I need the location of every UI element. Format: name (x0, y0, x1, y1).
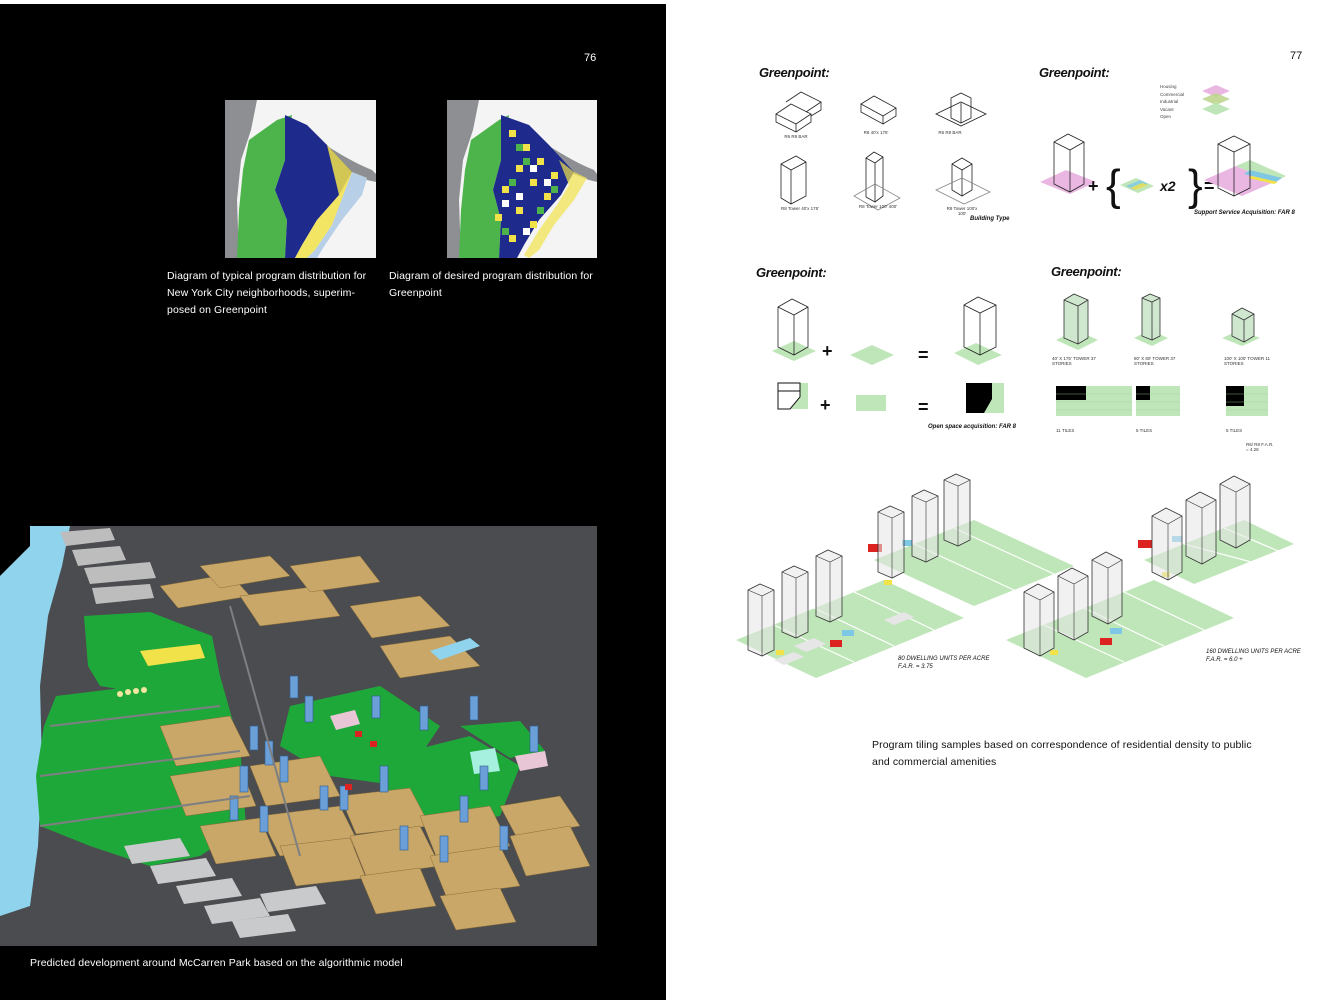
multiplier-label: x2 (1160, 178, 1176, 194)
legend-commercial: Commercial (1160, 91, 1185, 97)
building-label-4: R8 Tower 40'x 175' (781, 206, 819, 211)
typical-program-map (167, 100, 376, 258)
tower-label-2: 80' X 80' TOWER 37 STORIES (1134, 356, 1176, 366)
panel-title-open-space: Greenpoint: (756, 265, 827, 280)
open-space-label: Open space acquisition: FAR 8 (928, 424, 1017, 430)
svg-text:}: } (1188, 161, 1203, 210)
panel-title-support-service: Greenpoint: (1039, 65, 1110, 80)
program-legend: Housing Commercial Industrial Vacant Ope… (1160, 83, 1200, 121)
svg-text:+: + (820, 395, 831, 415)
support-service-diagram: + { } = (1040, 133, 1286, 210)
support-service-label: Support Service Acquisition: FAR 8 (1194, 210, 1295, 216)
legend-open: Open (1160, 114, 1172, 119)
svg-text:=: = (918, 345, 929, 365)
program-tiling-samples (736, 473, 1294, 678)
building-type-label: Building Type (970, 216, 1010, 222)
svg-text:=: = (918, 397, 929, 417)
towers-diagram (1056, 293, 1268, 416)
building-label-3: R6 R8 BAR (938, 130, 962, 135)
building-label-2: R8 40'x 175' (863, 130, 889, 135)
svg-text:+: + (1088, 176, 1099, 196)
legend-vacant: Vacant (1160, 106, 1174, 112)
far-low-label: F.A.R. = 3.75 (898, 664, 933, 670)
open-space-diagram: + = + = (772, 296, 1004, 417)
svg-text:+: + (822, 341, 833, 361)
page-number-77: 77 (1290, 50, 1303, 62)
legend-housing: Housing (1160, 84, 1177, 89)
model-caption: Predicted development around McCarren Pa… (30, 957, 403, 969)
building-types-diagram (775, 91, 991, 211)
tile-label-3: 5 TILES (1226, 428, 1243, 433)
tiling-caption: Program tiling samples based on correspo… (872, 739, 1252, 768)
right-page: 77 Greenpoint: R6 R8 BAR R8 40'x 175' R6… (666, 0, 1328, 1000)
left-page: 76 (0, 4, 666, 1000)
legend-industrial: Industrial (1160, 99, 1179, 104)
far-note: R6/ R8 F.A.R. = 4.28 (1246, 442, 1274, 452)
legend-swatches (1202, 85, 1230, 115)
tower-label-3: 100' X 100' TOWER 11 STORIES (1224, 356, 1270, 366)
desired-map-caption: Diagram of desired program distribution … (389, 270, 593, 299)
density-low-label: 80 DWELLING UNITS PER ACRE (898, 656, 990, 662)
mccarren-park-model (0, 526, 597, 946)
tile-label-2: 5 TILES (1136, 428, 1153, 433)
page-number-76: 76 (584, 52, 597, 64)
building-label-5: R8 Tower 100' 400' (858, 204, 898, 209)
tile-label-1: 11 TILES (1056, 428, 1075, 433)
panel-title-towers: Greenpoint: (1051, 264, 1122, 279)
desired-program-map (389, 100, 597, 258)
svg-text:{: { (1106, 161, 1121, 210)
density-high-label: 160 DWELLING UNITS PER ACRE (1206, 649, 1301, 655)
building-label-6: R8 Tower 100'x 100' (946, 206, 978, 216)
svg-text:=: = (1204, 176, 1215, 196)
far-high-label: F.A.R. = 6.0 + (1206, 657, 1243, 663)
panel-title-building-types: Greenpoint: (759, 65, 830, 80)
typical-map-caption: Diagram of typical program distribution … (167, 270, 367, 316)
building-label-1: R6 R8 BAR (784, 134, 808, 139)
tower-label-1: 40' X 175' TOWER 37 STORIES (1052, 356, 1096, 366)
